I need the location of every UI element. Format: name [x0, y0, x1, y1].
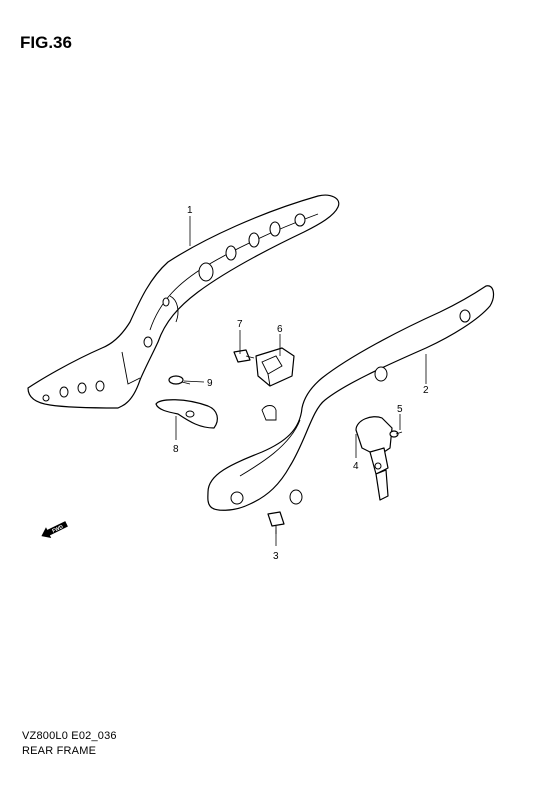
part-7-bolt — [233, 349, 255, 363]
callout-7: 7 — [237, 319, 243, 330]
part-9-screw — [168, 375, 191, 385]
part-2-right-rear-frame — [207, 285, 495, 511]
callout-2: 2 — [423, 385, 429, 396]
callout-3: 3 — [273, 551, 279, 562]
fwd-arrow-icon: FWD — [41, 521, 68, 539]
callout-4: 4 — [353, 461, 359, 472]
part-8-bracket-plate — [155, 399, 218, 429]
diagram-name: REAR FRAME — [22, 745, 97, 757]
part-1-left-rear-frame — [27, 194, 340, 409]
part-5-screw — [389, 430, 403, 438]
part-4-lock-assembly — [355, 416, 393, 501]
callout-6: 6 — [277, 324, 283, 335]
diagram-code: VZ800L0 E02_036 — [22, 730, 117, 742]
callout-9: 9 — [207, 378, 213, 389]
figure-title: FIG.36 — [20, 33, 72, 52]
part-6-hinge-bracket — [255, 347, 295, 387]
fwd-label: FWD — [51, 524, 64, 535]
callout-8: 8 — [173, 444, 179, 455]
callout-1: 1 — [187, 205, 193, 216]
leader-lines — [175, 216, 427, 546]
callout-5: 5 — [397, 404, 403, 415]
